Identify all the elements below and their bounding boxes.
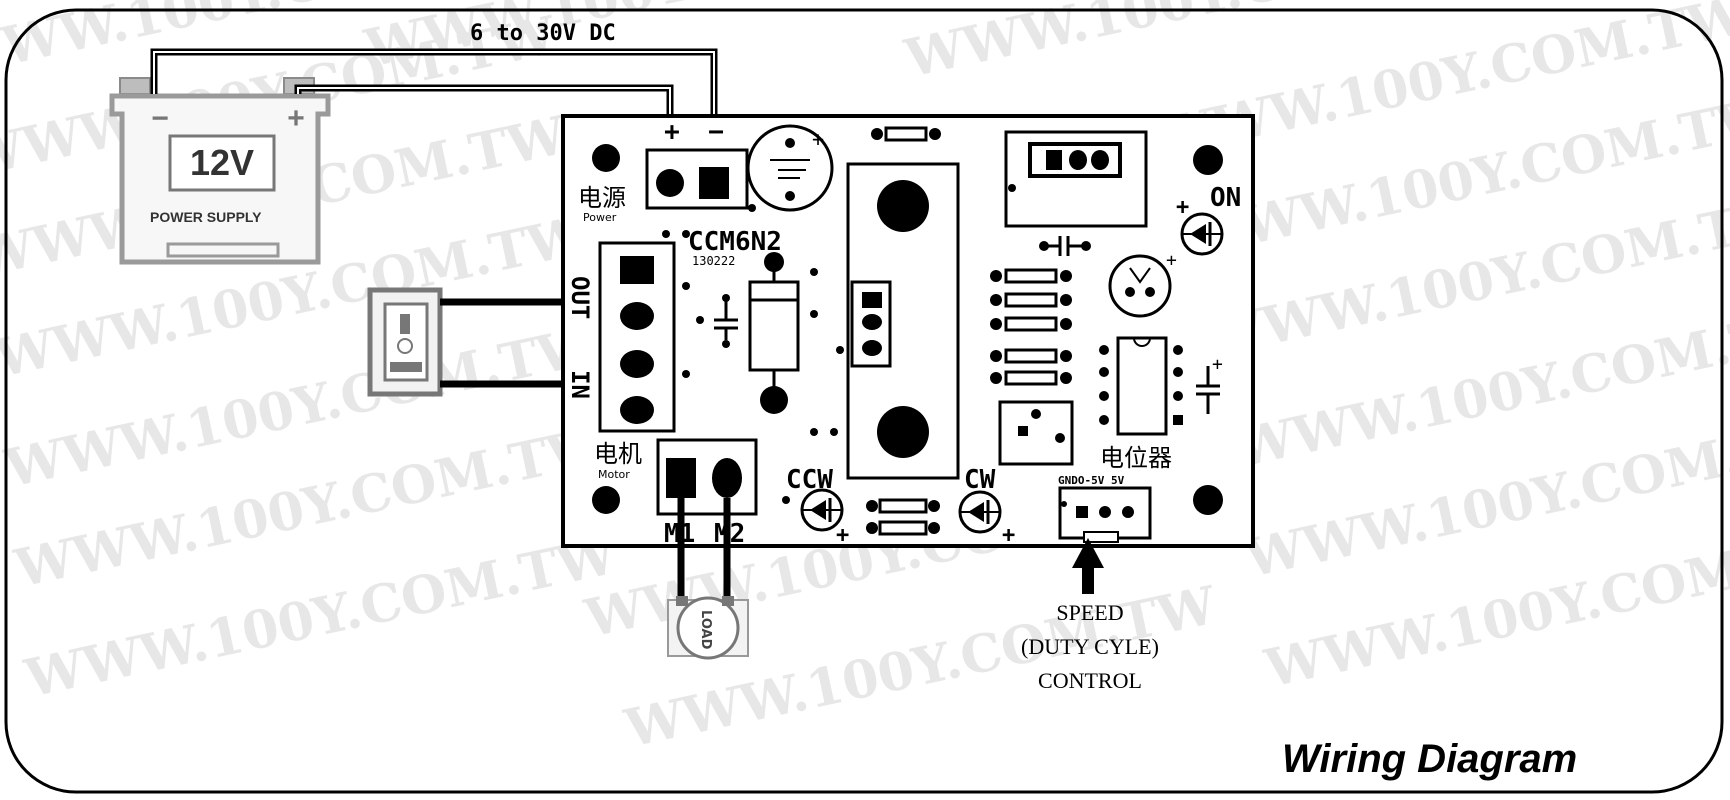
speed-note-line-2: (DUTY CYLE) [1021, 634, 1159, 659]
svg-text:+: + [812, 127, 824, 151]
ccw-plus: + [836, 523, 849, 548]
up-arrow-icon [1072, 538, 1104, 594]
power-label-en: Power [583, 211, 617, 224]
switch-bar [390, 362, 422, 372]
resistor [871, 126, 941, 142]
motor-label-cn: 电机 [594, 440, 642, 468]
electrolytic-capacitor: + [746, 124, 834, 212]
power-minus-label: − [708, 117, 724, 147]
power-terminal-plus-pin [656, 169, 684, 197]
mosfet-hole [877, 180, 929, 232]
board-date-code: 130222 [692, 254, 735, 268]
power-terminal-minus-pin [699, 167, 729, 199]
switch-terminal-pin [620, 302, 654, 330]
on-led [1180, 212, 1224, 256]
switch-mark-on [400, 314, 410, 334]
mount-hole [1193, 145, 1223, 175]
switch-terminal-pin [620, 396, 654, 424]
battery-plus-sign: + [287, 102, 305, 135]
electrolytic-capacitor: + [1108, 250, 1177, 318]
mosfet[interactable] [846, 162, 960, 480]
switch-terminal[interactable] [598, 241, 676, 433]
pot-pin [1099, 506, 1111, 518]
rocker-switch[interactable] [367, 287, 443, 397]
pot-pin [1122, 506, 1134, 518]
resistor [866, 498, 940, 514]
ic-chip [1099, 336, 1183, 436]
motor-terminal-m2-pin [712, 458, 742, 498]
ceramic-capacitor [1039, 236, 1091, 256]
svg-text:+: + [1166, 250, 1177, 271]
mount-hole [592, 144, 620, 172]
motor-terminal[interactable] [656, 438, 758, 516]
switch-terminal-pin [620, 350, 654, 378]
pot-label-cn: 电位器 [1100, 444, 1172, 472]
frame-border [4, 8, 1724, 794]
battery-slot [166, 242, 280, 258]
switch-out-label: OUT [566, 276, 594, 319]
speed-note-line-3: CONTROL [1038, 668, 1142, 693]
speed-note-line-1: SPEED [1056, 600, 1123, 625]
resistor-array [990, 268, 1072, 386]
load-label: LOAD [698, 610, 713, 650]
battery-voltage: 12V [190, 142, 254, 183]
battery-label: POWER SUPPLY [150, 209, 262, 225]
cw-led [958, 490, 1002, 534]
battery-voltage-box [168, 134, 276, 192]
on-label: ON [1210, 183, 1241, 213]
switch-mark-off [397, 338, 413, 354]
cw-label: CW [964, 465, 996, 495]
mount-hole [1193, 485, 1223, 515]
power-terminal[interactable] [645, 148, 749, 210]
diagram-title: Wiring Diagram [1282, 737, 1577, 781]
load-motor: LOAD [667, 596, 749, 660]
on-plus: + [1176, 195, 1189, 220]
motor-label-en: Motor [598, 468, 630, 481]
ceramic-capacitor [714, 294, 738, 348]
battery: 12V POWER SUPPLY − + [109, 77, 331, 265]
switch-terminal-pin [620, 256, 654, 284]
transistor [998, 400, 1074, 466]
pot-connector[interactable] [1058, 486, 1152, 543]
resistor [866, 520, 940, 536]
board-model: CCM6N2 [688, 227, 782, 257]
battery-minus-sign: − [151, 102, 169, 135]
pot-pins-label: GNDO-5V 5V [1058, 474, 1125, 487]
switch-in-label: IN [566, 370, 594, 399]
pot-pin [1076, 506, 1088, 518]
load-motor-face [676, 596, 740, 660]
supply-note: 6 to 30V DC [470, 21, 616, 46]
power-plus-label: + [664, 117, 680, 147]
cw-plus: + [1002, 523, 1015, 548]
mosfet-hole [877, 406, 929, 458]
power-label-cn: 电源 [578, 184, 626, 212]
battery-minus-post [119, 77, 151, 95]
ccw-led [800, 488, 844, 532]
power-diode [748, 252, 800, 414]
svg-text:+: + [1212, 354, 1223, 375]
ceramic-capacitor: + [1196, 354, 1223, 414]
motor-terminal-m1-pin [666, 458, 696, 498]
header-connector [1004, 130, 1148, 228]
mount-hole [592, 486, 620, 514]
motor-wires [677, 498, 731, 596]
